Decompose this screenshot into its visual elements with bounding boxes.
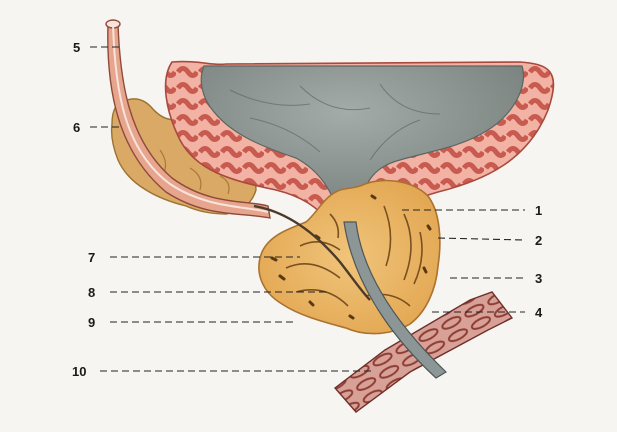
label-3: 3 <box>535 271 542 286</box>
label-2: 2 <box>535 233 542 248</box>
label-5: 5 <box>73 40 80 55</box>
label-9: 9 <box>88 315 95 330</box>
label-6: 6 <box>73 120 80 135</box>
label-10: 10 <box>72 364 86 379</box>
label-8: 8 <box>88 285 95 300</box>
label-4: 4 <box>535 305 543 320</box>
label-1: 1 <box>535 203 542 218</box>
label-7: 7 <box>88 250 95 265</box>
